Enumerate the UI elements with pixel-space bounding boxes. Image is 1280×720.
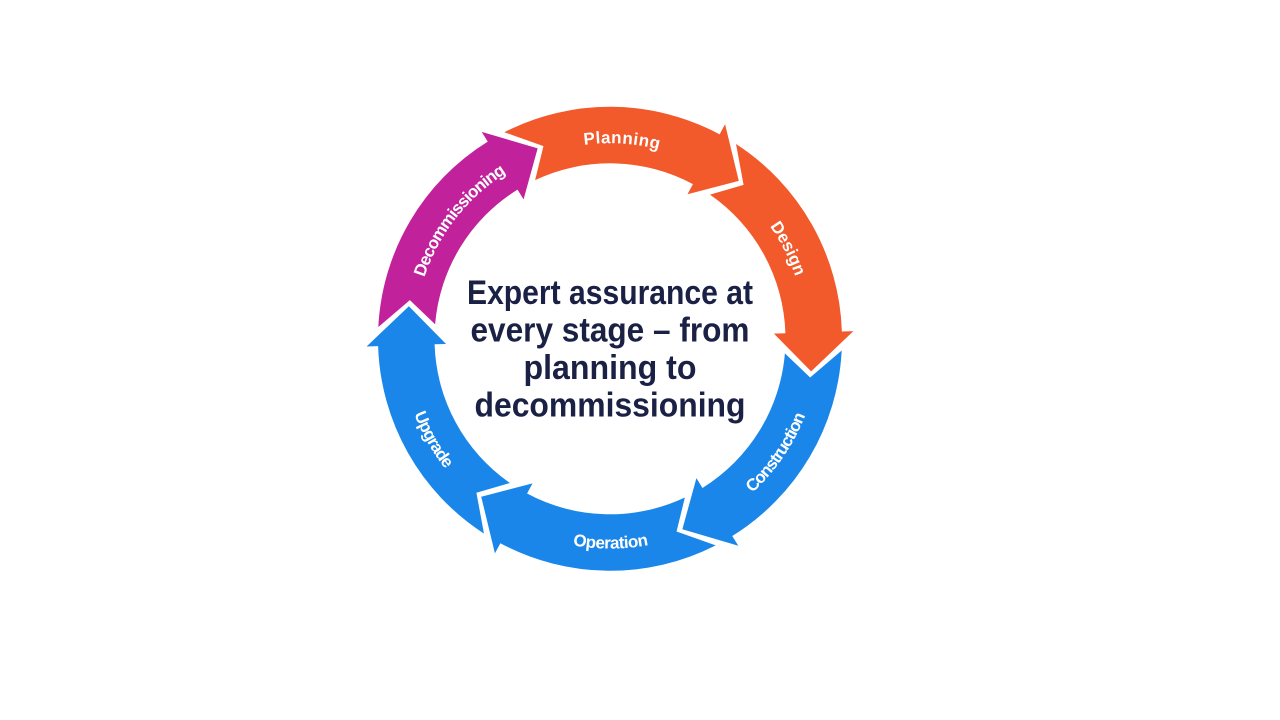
svg-text:Operation: Operation [572, 530, 649, 552]
svg-text:every stage – from: every stage – from [471, 312, 750, 350]
svg-text:decommissioning: decommissioning [475, 387, 746, 425]
svg-text:Expert assurance at: Expert assurance at [467, 274, 753, 312]
svg-text:planning to: planning to [524, 349, 697, 387]
